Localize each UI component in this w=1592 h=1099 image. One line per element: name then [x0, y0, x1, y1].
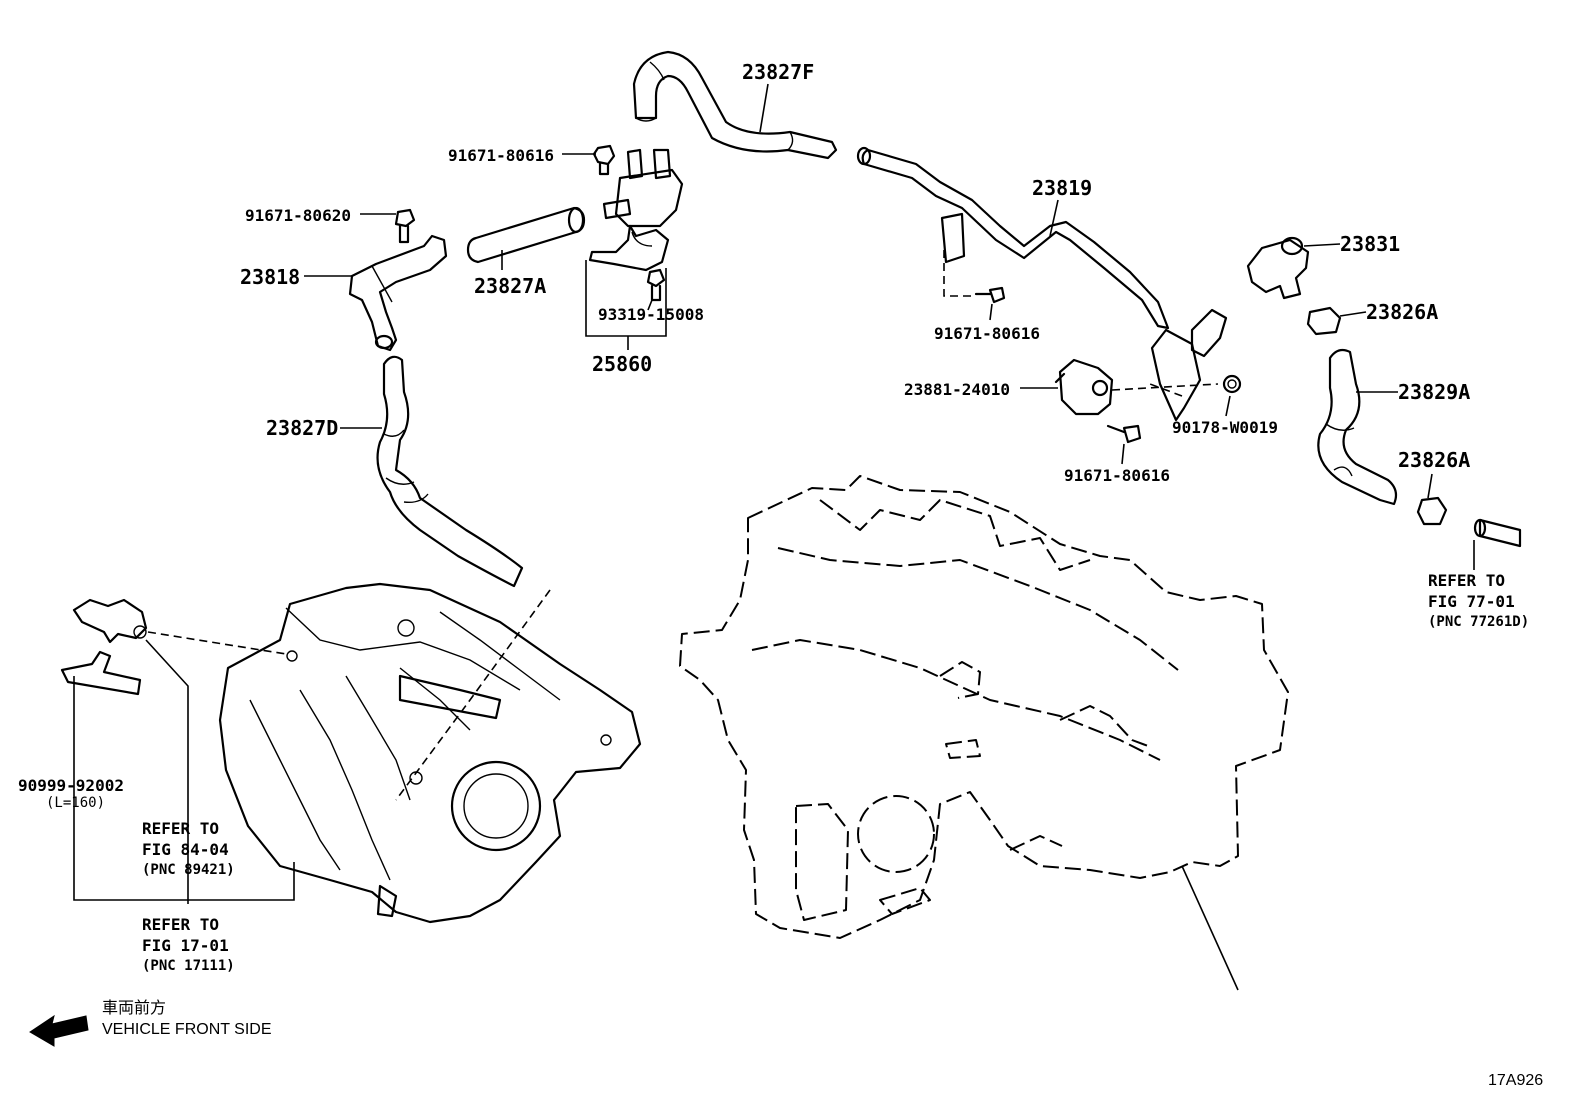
hose-23827F: [632, 50, 838, 160]
sensor-ref-84-04: [72, 598, 148, 644]
leader-lines: [73, 83, 1475, 991]
figure-id: 17A926: [1488, 1072, 1544, 1089]
label-23827D: 23827D: [266, 416, 339, 440]
ref-84-line3: (PNC 89421): [142, 862, 235, 878]
pipe-23818: [348, 234, 448, 352]
label-90999-92002: 90999-92002: [18, 776, 124, 795]
clip-23826A-low: [1416, 496, 1448, 526]
ref-17-line2: FIG 17-01: [142, 936, 229, 955]
bolt-91671-80616-low: [1106, 424, 1142, 444]
hose-90999-92002: [60, 650, 142, 696]
hose-23827A: [466, 206, 586, 264]
hose-23829A: [1317, 348, 1398, 506]
ref-17-line3: (PNC 17111): [142, 958, 235, 974]
label-91671-80620: 91671-80620: [245, 206, 351, 225]
dashed-connections: [147, 250, 1219, 801]
label-23881-24010: 23881-24010: [904, 380, 1010, 399]
vsv-valve-25860: [588, 148, 684, 272]
label-93319-15008: 93319-15008: [598, 305, 704, 324]
ref-84-line1: REFER TO: [142, 819, 220, 838]
label-23827A: 23827A: [474, 274, 547, 298]
ref-77-line3: (PNC 77261D): [1428, 614, 1530, 630]
ref-fig-84-04: REFER TO FIG 84-04 (PNC 89421): [142, 818, 235, 881]
vehicle-front-jp: 車両前方: [102, 1000, 167, 1017]
bolt-91671-80616-top: [592, 144, 616, 176]
hose-23827D: [376, 355, 524, 588]
label-23829A: 23829A: [1398, 380, 1471, 404]
pipe-end-ref-77: [1473, 518, 1522, 548]
label-23827F: 23827F: [742, 60, 815, 84]
ref-fig-77-01: REFER TO FIG 77-01 (PNC 77261D): [1428, 570, 1529, 633]
label-91671-80616-mid: 91671-80616: [934, 324, 1040, 343]
label-23818: 23818: [240, 265, 301, 289]
ref-fig-17-01: REFER TO FIG 17-01 (PNC 17111): [142, 914, 235, 977]
pipe-23819: [856, 146, 1228, 422]
bolt-91671-80616-mid: [974, 286, 1006, 304]
bolt-93319-15008: [646, 268, 666, 302]
label-90178-W0019: 90178-W0019: [1172, 418, 1278, 437]
intake-manifold: [218, 582, 642, 924]
fitting-23831: [1246, 236, 1310, 300]
vehicle-front-label: 車両前方 VEHICLE FRONT SIDE: [102, 998, 272, 1040]
ref-77-line2: FIG 77-01: [1428, 592, 1515, 611]
bolt-91671-80620: [394, 208, 416, 244]
label-23826A-low: 23826A: [1398, 448, 1471, 472]
label-23826A-top: 23826A: [1366, 300, 1439, 324]
label-23819: 23819: [1032, 176, 1093, 200]
label-23831: 23831: [1340, 232, 1401, 256]
vehicle-front-en: VEHICLE FRONT SIDE: [102, 1021, 272, 1038]
ref-77-line1: REFER TO: [1428, 571, 1506, 590]
nut-90178-W0019: [1222, 374, 1242, 394]
label-91671-80616-low: 91671-80616: [1064, 466, 1170, 485]
ref-17-line1: REFER TO: [142, 915, 220, 934]
ref-84-line2: FIG 84-04: [142, 840, 229, 859]
bracket-23881-24010: [1054, 358, 1114, 416]
label-91671-80616-top: 91671-80616: [448, 146, 554, 165]
label-90999-length: (L=160): [46, 795, 106, 811]
vehicle-front-arrow-icon: [29, 1014, 89, 1047]
label-25860: 25860: [592, 352, 653, 376]
engine-ghost: [679, 475, 1289, 939]
clip-23826A-top: [1306, 306, 1342, 336]
